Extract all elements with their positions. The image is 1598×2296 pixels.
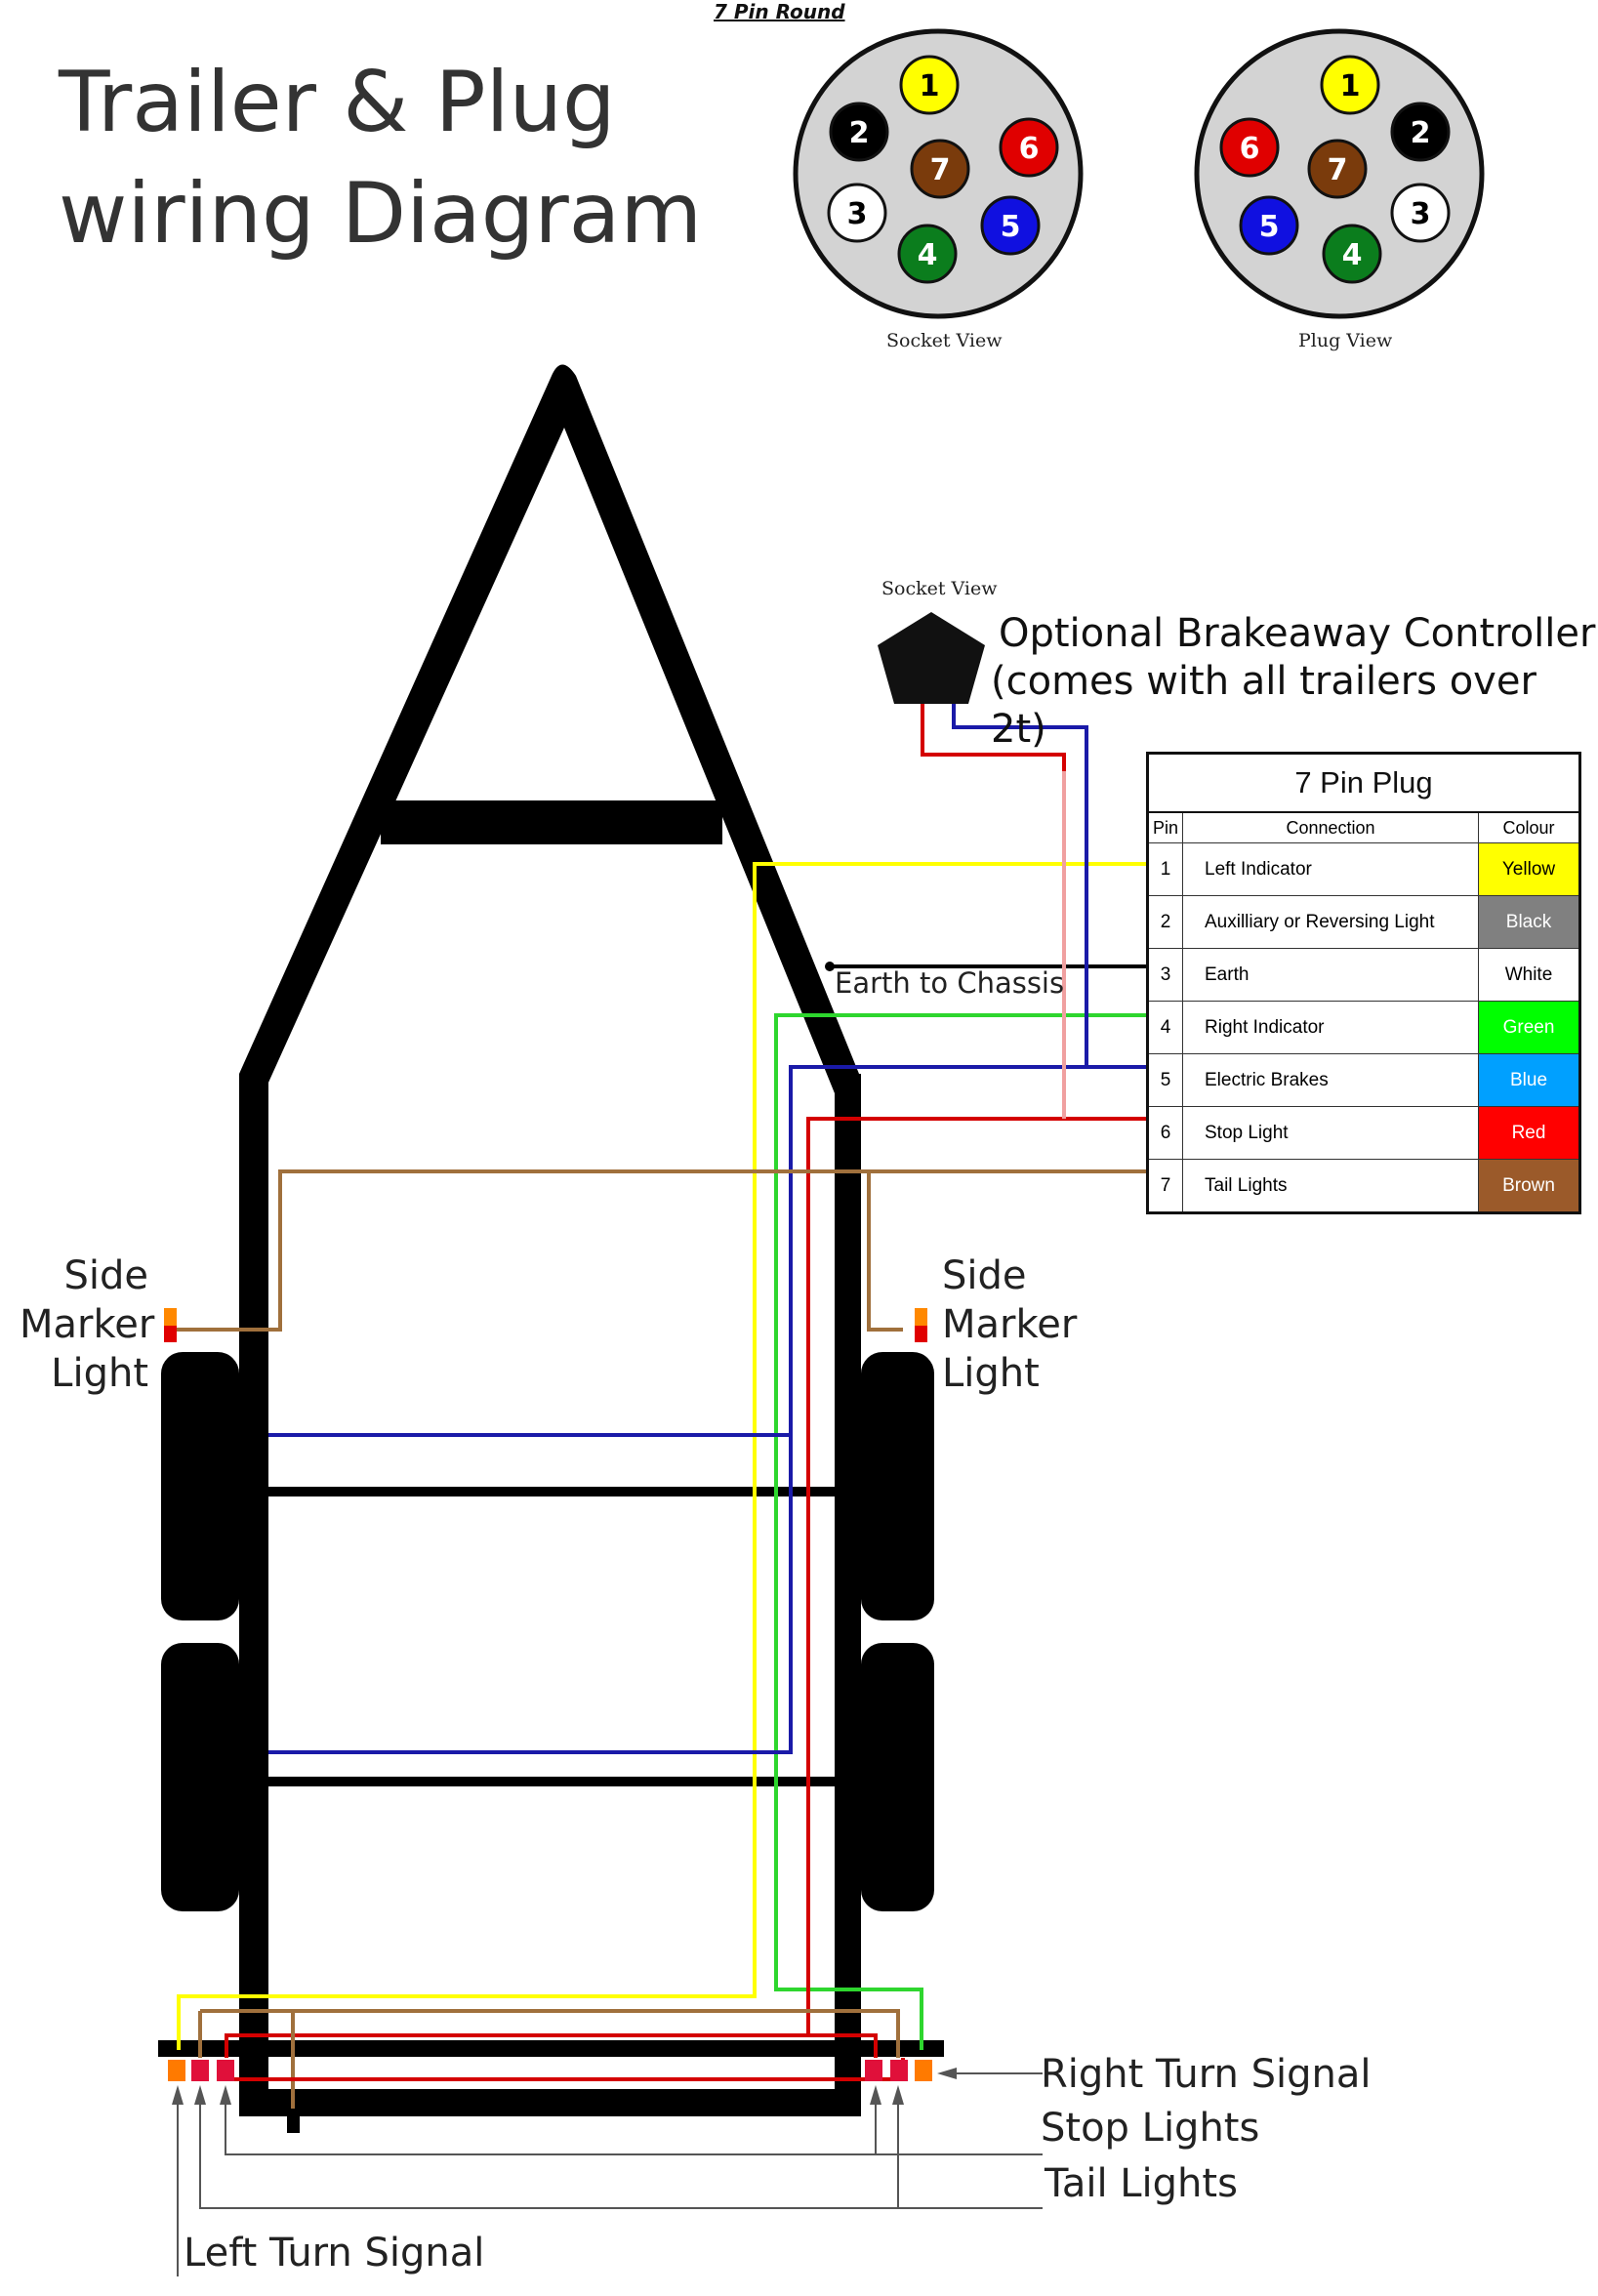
plug-pin-number: 7 (1328, 153, 1348, 187)
row-colour: Black (1479, 896, 1578, 948)
plug-pin-1 (1320, 55, 1380, 115)
title-line-2: wiring Diagram (59, 165, 703, 263)
socket-view-label: Socket View (886, 330, 1003, 351)
plug-pin-5 (1239, 195, 1299, 256)
header-connection: Connection (1183, 813, 1479, 842)
diagram-title: Trailer & Plug wiring Diagram (59, 47, 702, 269)
socket-pin-4 (897, 224, 958, 284)
tail-lights-label: Tail Lights (1045, 2161, 1238, 2206)
row-connection: Electric Brakes (1183, 1054, 1479, 1106)
row-pin: 1 (1149, 843, 1183, 895)
row-colour: Yellow (1479, 843, 1578, 895)
stop-lights-label: Stop Lights (1041, 2106, 1260, 2151)
plug-view-label: Plug View (1298, 330, 1393, 351)
socket-pin-number: 7 (930, 153, 951, 187)
table-header-row: Pin Connection Colour (1149, 813, 1578, 842)
plug-pin-number: 1 (1340, 69, 1361, 103)
row-pin: 4 (1149, 1002, 1183, 1053)
breakaway-view-label: Socket View (881, 578, 998, 599)
breakaway-title: Optional Brakeaway Controller (comes wit… (991, 610, 1598, 754)
row-pin: 2 (1149, 896, 1183, 948)
row-colour: Blue (1479, 1054, 1578, 1106)
header-pin: Pin (1149, 813, 1183, 842)
plug-pin-number: 6 (1240, 132, 1260, 166)
row-connection: Stop Light (1183, 1107, 1479, 1159)
wiring-harness (176, 704, 1146, 2109)
row-pin: 6 (1149, 1107, 1183, 1159)
breakaway-line-2: (comes with all trailers over 2t) (991, 659, 1537, 752)
label-word: Side (63, 1253, 148, 1298)
plug-pin-number: 2 (1411, 116, 1431, 150)
socket-pin-number: 3 (847, 197, 868, 231)
plug-pin-number: 5 (1259, 210, 1280, 244)
plug-pin-7 (1307, 139, 1368, 199)
plug-pin-number: 4 (1342, 238, 1363, 272)
socket-pin-3 (827, 183, 887, 243)
plug-pin-2 (1390, 102, 1451, 162)
socket-pin-number: 1 (920, 69, 940, 103)
row-colour: White (1479, 949, 1578, 1001)
socket-pin-number: 6 (1019, 132, 1040, 166)
row-connection: Left Indicator (1183, 843, 1479, 895)
right-side-marker-label: Side Marker Light (942, 1251, 1077, 1398)
plug-pin-3 (1390, 183, 1451, 243)
label-word: Marker (20, 1302, 155, 1347)
round-connector-header: 7 Pin Round (714, 0, 845, 23)
label-word: Side (942, 1253, 1027, 1298)
row-pin: 5 (1149, 1054, 1183, 1106)
row-connection: Right Indicator (1183, 1002, 1479, 1053)
row-colour: Green (1479, 1002, 1578, 1053)
row-connection: Earth (1183, 949, 1479, 1001)
breakaway-line-1: Optional Brakeaway Controller (999, 611, 1596, 656)
socket-pin-number: 4 (918, 238, 938, 272)
title-line-1: Trailer & Plug (59, 54, 616, 151)
row-connection: Auxilliary or Reversing Light (1183, 896, 1479, 948)
right-turn-label: Right Turn Signal (1041, 2052, 1372, 2097)
row-colour: Brown (1479, 1160, 1578, 1211)
plug-pin-6 (1219, 117, 1280, 178)
socket-pin-6 (999, 117, 1059, 178)
header-colour: Colour (1502, 818, 1555, 838)
breakaway-socket-icon (878, 612, 985, 704)
plug-pin-4 (1322, 224, 1382, 284)
label-word: Light (942, 1351, 1040, 1396)
socket-pin-number: 2 (849, 116, 870, 150)
row-colour: Red (1479, 1107, 1578, 1159)
socket-pin-2 (829, 102, 889, 162)
leader-arrowheads (172, 2068, 957, 2105)
table-title: 7 Pin Plug (1149, 755, 1578, 813)
row-pin: 7 (1149, 1160, 1183, 1211)
socket-pin-7 (910, 139, 970, 199)
socket-pin-1 (899, 55, 960, 115)
plug-pin-number: 3 (1411, 197, 1431, 231)
socket-view-connector: 1 2 3 4 5 6 7 (793, 28, 1084, 319)
trailer-frame (158, 364, 944, 2133)
left-side-marker-label: Side Marker Light (20, 1251, 155, 1398)
label-word: Light (51, 1351, 148, 1396)
socket-pin-number: 5 (1001, 210, 1021, 244)
plug-view-connector: 1 2 3 4 5 6 7 (1194, 28, 1485, 319)
label-word: Marker (942, 1302, 1078, 1347)
earth-label: Earth to Chassis (835, 966, 1065, 1000)
socket-pin-5 (980, 195, 1041, 256)
left-turn-label: Left Turn Signal (184, 2231, 485, 2276)
row-pin: 3 (1149, 949, 1183, 1001)
row-connection: Tail Lights (1183, 1160, 1479, 1211)
rear-lights (168, 2060, 932, 2081)
